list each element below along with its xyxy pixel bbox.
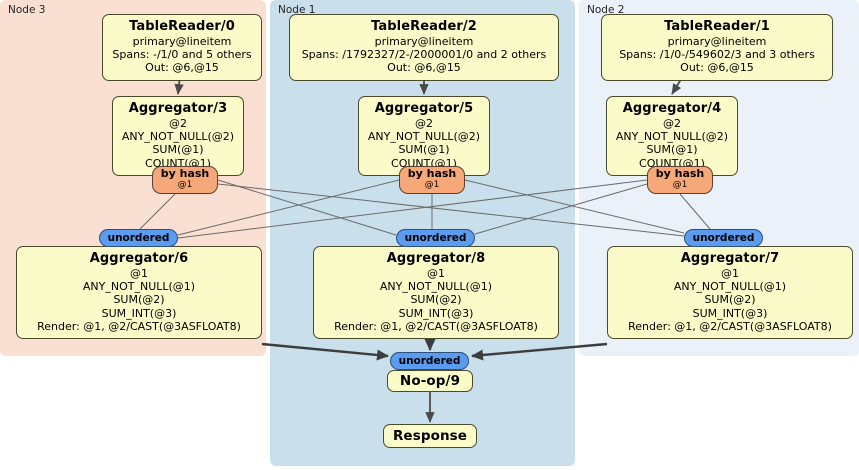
node-panel-label: Node 2 [587,4,625,16]
processor-title: TableReader/0 [129,19,235,34]
processor-detail-line: Render: @1, @2/CAST(@3ASFLOAT8) [37,319,241,333]
processor-title: Aggregator/3 [128,101,228,116]
router-label: by hash [655,167,705,180]
router-unordered8[interactable]: unordered [396,229,475,247]
processor-detail-line: SUM(@1) [398,143,450,157]
processor-detail-line: @2 [415,117,433,130]
edge-aggregator6-to-unordered9 [261,342,389,361]
processor-title: Response [392,428,468,444]
processor-box-response[interactable]: Response [383,424,477,448]
processor-detail-line: SUM(@1) [152,143,204,157]
processor-detail-line: primary@lineitem [132,35,232,48]
processor-title: Aggregator/5 [374,101,474,116]
processor-detail-line: @1 [130,267,148,280]
processor-detail-line: @2 [663,117,681,130]
router-label: by hash [160,167,210,180]
processor-detail-line: ANY_NOT_NULL(@2) [615,130,729,144]
processor-detail-line: SUM(@2) [704,293,756,307]
processor-title: Aggregator/6 [89,251,189,266]
node-panel-label: Node 3 [8,4,46,16]
router-unordered9[interactable]: unordered [390,352,469,370]
edge-byhash4-to-unordered6 [177,179,648,239]
edge-aggregator7-to-unordered9 [471,342,608,361]
edge-byhash5-to-unordered6 [177,179,400,236]
processor-detail-line: ANY_NOT_NULL(@1) [379,280,493,294]
processor-detail-line: SUM(@1) [646,143,698,157]
processor-detail-line: Out: @6,@15 [680,61,754,75]
processor-detail-line: SUM_INT(@3) [398,306,474,320]
processor-title: No-op/9 [399,373,461,389]
processor-detail-line: @2 [169,117,187,130]
router-sublabel: @1 [672,180,688,190]
edge-byhash4-to-unordered8 [474,183,648,235]
edge-byhash3-to-unordered6 [139,193,176,230]
router-byhash4[interactable]: by hash@1 [647,166,713,194]
processor-detail-line: ANY_NOT_NULL(@1) [673,280,787,294]
edge-byhash3-to-unordered8 [217,179,397,236]
processor-detail-line: ANY_NOT_NULL(@2) [367,130,481,144]
processor-detail-line: primary@lineitem [667,35,767,48]
edge-byhash3-to-unordered7 [217,183,685,237]
router-unordered7[interactable]: unordered [684,229,763,247]
processor-detail-line: SUM_INT(@3) [101,306,177,320]
processor-detail-line: primary@lineitem [374,35,474,48]
processor-title: Aggregator/8 [386,251,486,266]
processor-detail-line: Spans: -/1/0 and 5 others [112,48,252,62]
processor-detail-line: Out: @6,@15 [145,61,219,75]
processor-detail-line: @1 [721,267,739,280]
processor-detail-line: SUM_INT(@3) [692,306,768,320]
processor-box-noop9[interactable]: No-op/9 [387,370,473,392]
router-label: by hash [407,167,457,180]
processor-detail-line: Out: @6,@15 [387,61,461,75]
processor-detail-line: Spans: /1792327/2-/2000001/0 and 2 other… [301,48,547,62]
router-byhash5[interactable]: by hash@1 [399,166,465,194]
processor-title: Aggregator/7 [680,251,780,266]
edge-byhash5-to-unordered7 [464,179,685,234]
router-unordered6[interactable]: unordered [99,229,178,247]
router-byhash3[interactable]: by hash@1 [152,166,218,194]
router-sublabel: @1 [177,180,193,190]
processor-detail-line: ANY_NOT_NULL(@2) [121,130,235,144]
processor-title: Aggregator/4 [622,101,722,116]
processor-detail-line: Render: @1, @2/CAST(@3ASFLOAT8) [334,319,538,333]
processor-detail-line: SUM(@2) [410,293,462,307]
edge-byhash4-to-unordered7 [679,193,711,230]
processor-detail-line: @1 [427,267,445,280]
processor-title: TableReader/2 [371,19,477,34]
processor-detail-line: ANY_NOT_NULL(@1) [82,280,196,294]
processor-detail-line: Render: @1, @2/CAST(@3ASFLOAT8) [628,319,832,333]
processor-detail-line: Spans: /1/0-/549602/3 and 3 others [619,48,815,62]
processor-detail-line: SUM(@2) [113,293,165,307]
processor-title: TableReader/1 [664,19,770,34]
router-sublabel: @1 [424,180,440,190]
node-panel-label: Node 1 [278,4,316,16]
